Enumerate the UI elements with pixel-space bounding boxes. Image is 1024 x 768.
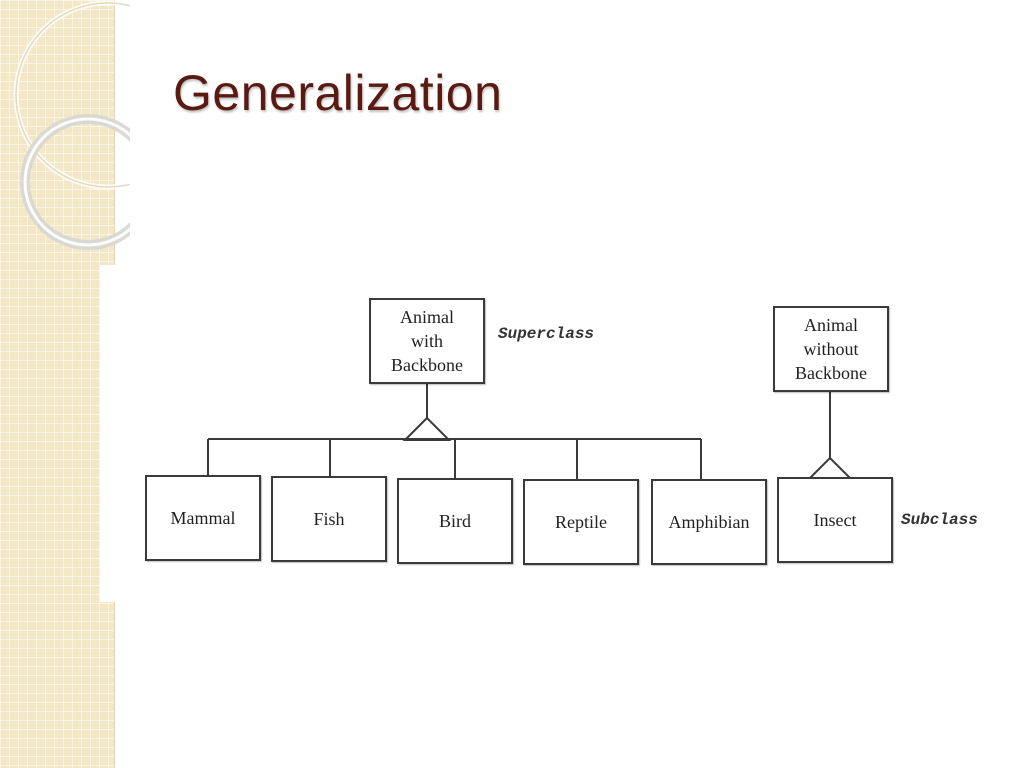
subclass-fish: Fish bbox=[271, 476, 387, 562]
box-label: Bird bbox=[438, 511, 471, 531]
decorative-circles bbox=[13, 0, 130, 250]
box-line: Animal bbox=[399, 307, 454, 327]
box-line: with bbox=[410, 331, 443, 351]
subclass-label: Subclass bbox=[901, 511, 978, 529]
box-line: Animal bbox=[803, 315, 858, 335]
subclass-insect: Insect bbox=[777, 477, 893, 563]
subclass-mammal: Mammal bbox=[145, 475, 261, 561]
superclass-animal-with-backbone: Animal with Backbone bbox=[369, 298, 485, 384]
superclass-label: Superclass bbox=[498, 325, 595, 343]
box-label: Insect bbox=[813, 510, 857, 530]
superclass-animal-without-backbone: Animal without Backbone bbox=[773, 306, 889, 392]
subclass-reptile: Reptile bbox=[523, 479, 639, 565]
box-label: Amphibian bbox=[668, 512, 750, 532]
box-label: Reptile bbox=[555, 512, 607, 532]
box-line: without bbox=[803, 339, 859, 359]
box-label: Fish bbox=[313, 509, 345, 529]
generalization-triangle-2 bbox=[807, 456, 853, 479]
subclass-amphibian: Amphibian bbox=[651, 479, 767, 565]
slide-title: Generalization bbox=[173, 65, 503, 121]
box-line: Backbone bbox=[391, 355, 463, 375]
subclass-bird: Bird bbox=[397, 478, 513, 564]
generalization-triangle bbox=[402, 416, 452, 441]
box-label: Mammal bbox=[170, 508, 236, 528]
box-line: Backbone bbox=[795, 363, 867, 383]
